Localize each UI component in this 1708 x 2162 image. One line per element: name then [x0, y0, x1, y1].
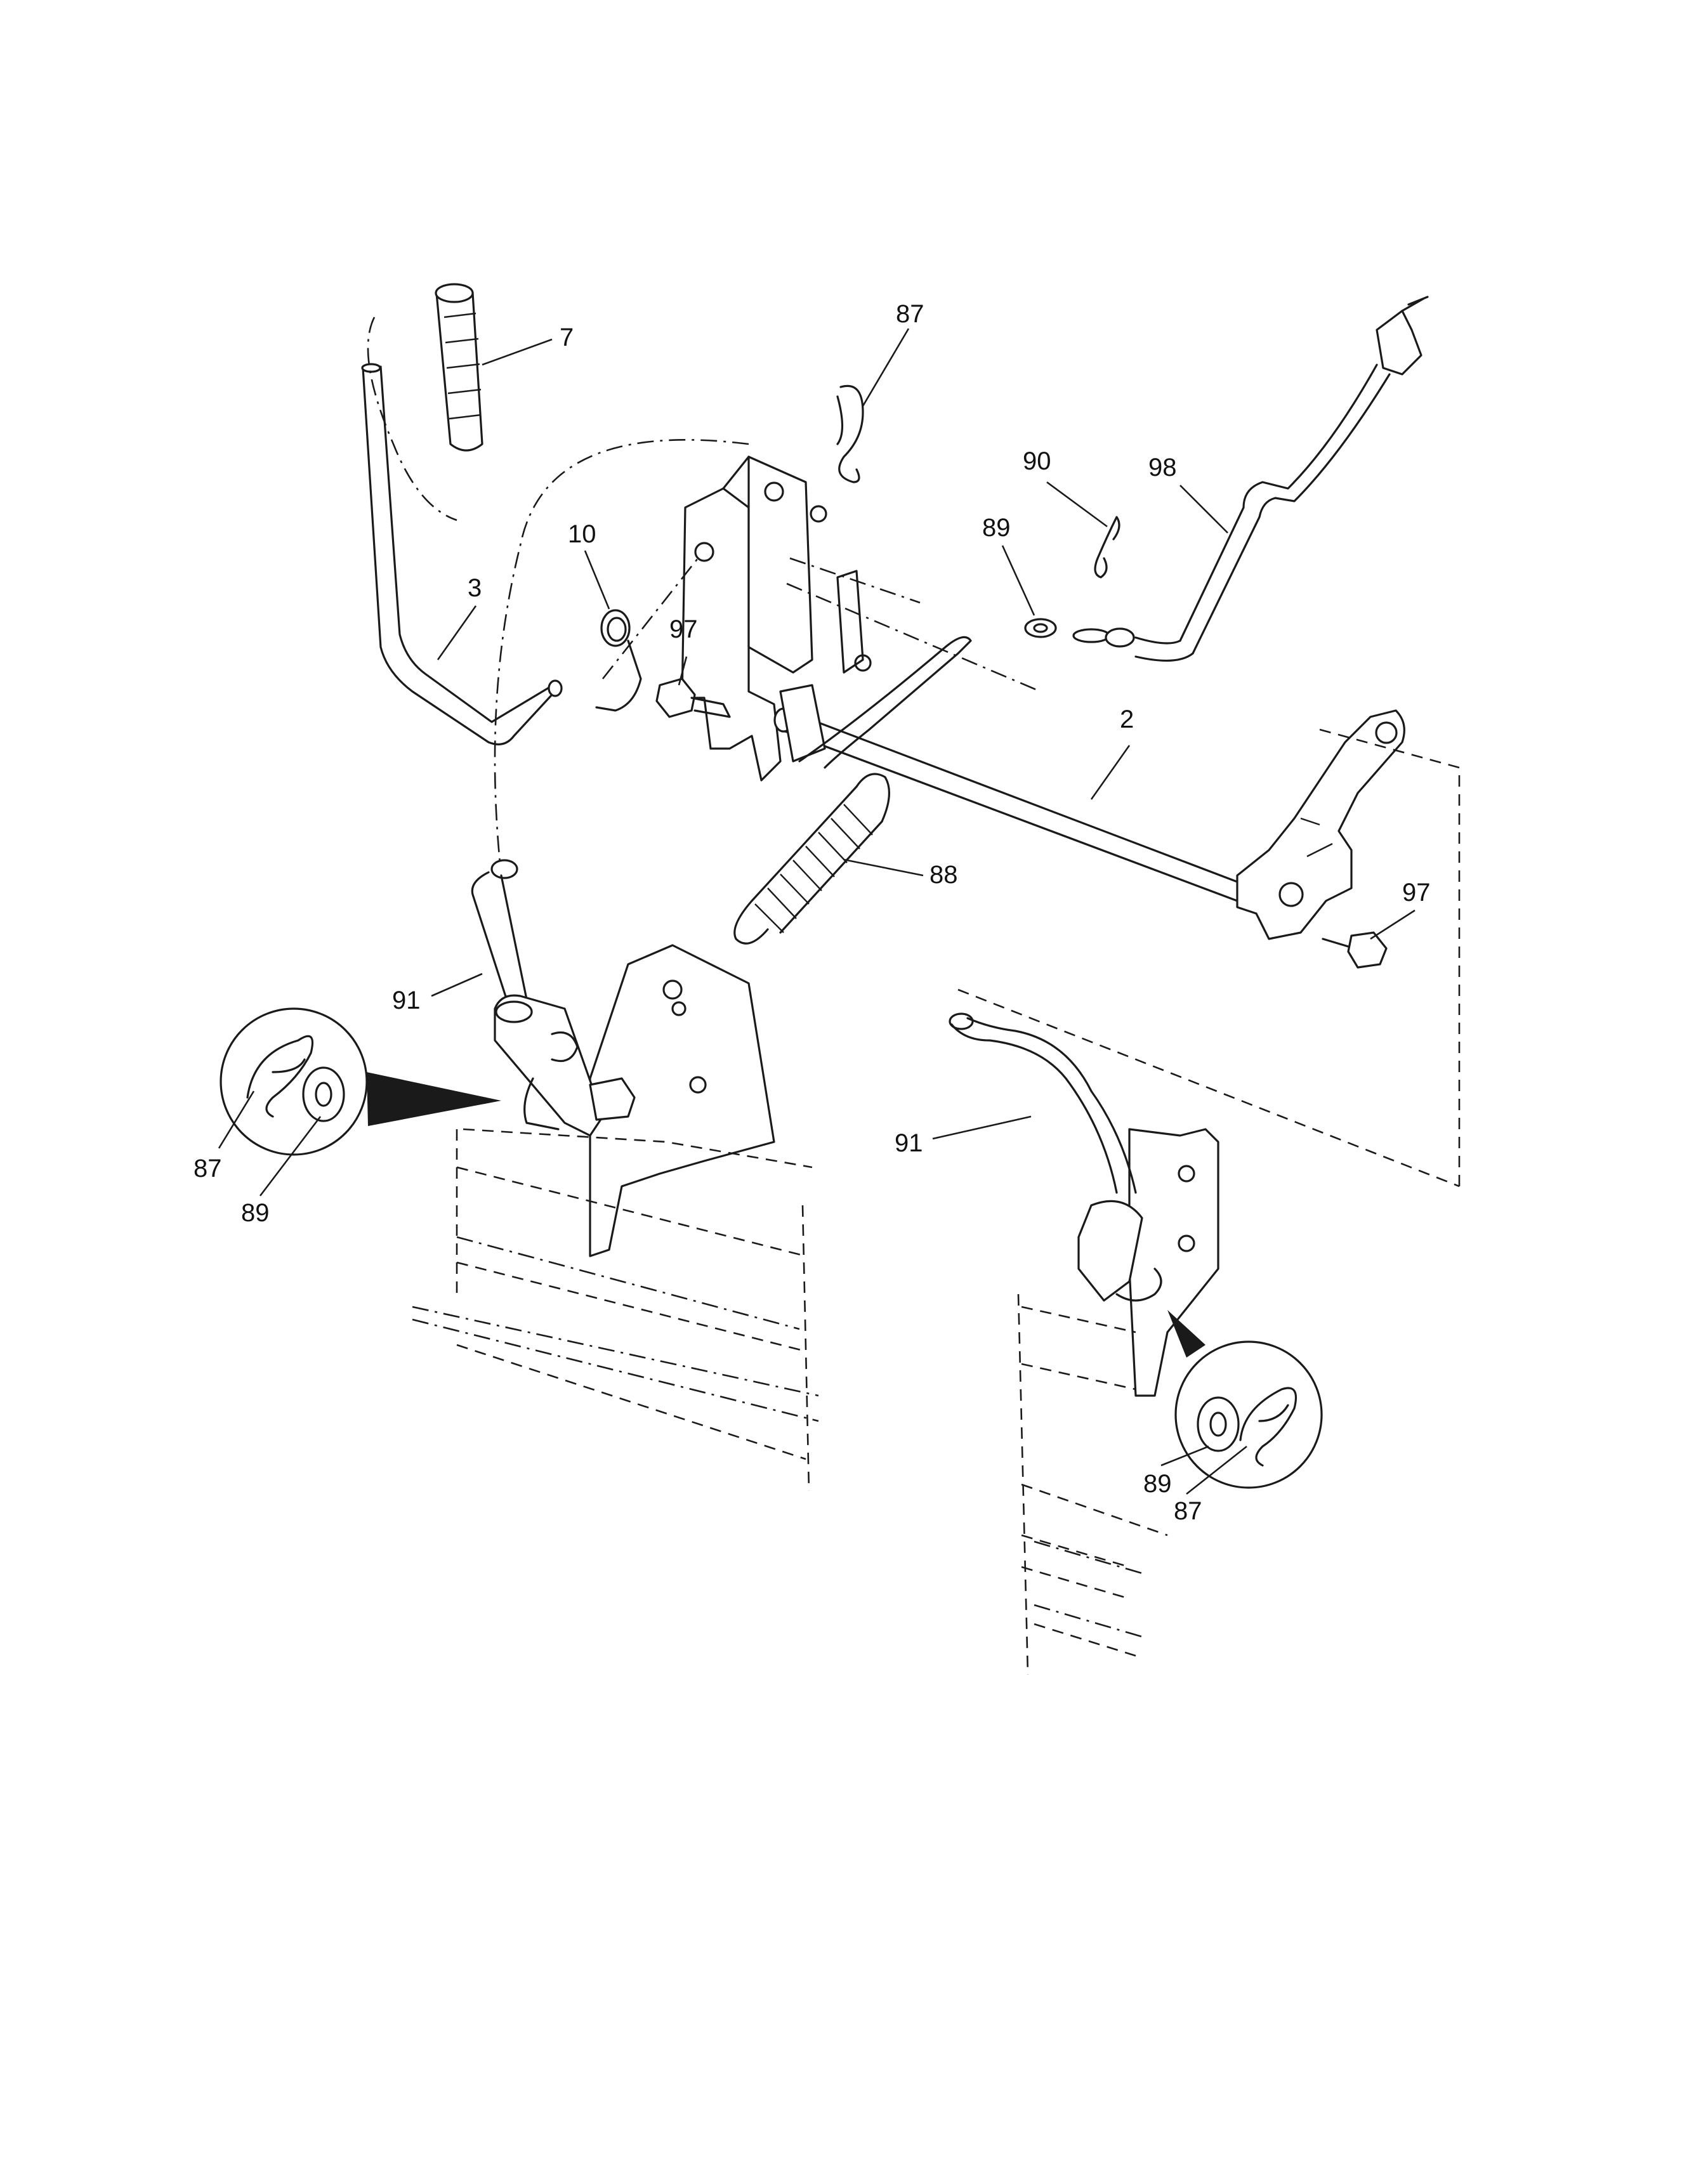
callout-98: 98	[1148, 454, 1177, 482]
callout-2: 2	[1120, 705, 1134, 733]
right-deck-side-edge	[1017, 1294, 1029, 1675]
right-deck-lower-edge	[1034, 1623, 1136, 1657]
leader-2	[1090, 745, 1131, 800]
handle-grip-part	[435, 283, 483, 452]
left-deck-bracket-part	[589, 944, 775, 1257]
right-lift-link-part	[949, 1012, 1162, 1302]
right-deck-back-edge	[1319, 728, 1461, 1186]
right-deck-top-edge	[957, 988, 1460, 1188]
hair-clip-90-part	[1094, 516, 1120, 579]
callout-89-right: 89	[1143, 1470, 1172, 1498]
phantom-handle-travel	[494, 439, 749, 876]
callout-89-left: 89	[241, 1199, 270, 1227]
right-detail-arrow	[1167, 1310, 1205, 1358]
lift-shaft-part	[773, 636, 1238, 902]
callout-88: 88	[930, 861, 958, 889]
lift-bracket-part	[681, 455, 872, 782]
leader-10	[584, 550, 610, 610]
leader-91-left	[431, 973, 483, 997]
right-deck-lower-rail-b	[1034, 1604, 1143, 1638]
leader-88	[843, 858, 924, 877]
extension-spring-part	[733, 773, 891, 945]
right-deck-lower-rail-a	[1034, 1540, 1143, 1575]
leader-98	[1179, 485, 1228, 534]
right-deck-bracket-part	[1128, 1128, 1219, 1397]
left-deck-lower-rail-b	[412, 1318, 819, 1422]
phantom-handle-arc	[367, 317, 457, 521]
right-detail-bubble	[1174, 1340, 1323, 1489]
callout-90: 90	[1023, 447, 1051, 475]
callout-87-top: 87	[896, 300, 924, 328]
leader-87-right	[1186, 1445, 1247, 1495]
left-lift-link-part	[471, 859, 636, 1137]
right-lift-arm-part	[1236, 709, 1405, 940]
left-deck-outline-upper	[463, 1128, 813, 1169]
callout-89-top: 89	[982, 514, 1011, 542]
leader-97-left	[678, 656, 688, 686]
callout-7: 7	[560, 324, 574, 351]
left-detail-bubble	[220, 1007, 368, 1156]
leader-87-left	[218, 1091, 255, 1149]
right-deck-outline-c	[1021, 1483, 1168, 1536]
leader-3	[437, 605, 477, 660]
callout-87-right: 87	[1174, 1497, 1202, 1525]
bolt-right-part	[1322, 931, 1388, 969]
clip-alignment-line	[601, 558, 699, 679]
lift-handle-rod-part	[361, 363, 563, 745]
callout-91-left: 91	[392, 986, 421, 1014]
leader-97-right	[1370, 909, 1416, 940]
left-detail-arrow	[367, 1072, 501, 1126]
left-deck-lower-rail-a	[412, 1306, 819, 1397]
right-deck-outline-d	[1021, 1534, 1130, 1568]
washer-89-part	[1024, 618, 1057, 638]
bolt-left-part	[655, 678, 731, 718]
right-deck-outline-a	[1021, 1306, 1136, 1333]
callout-3: 3	[468, 574, 482, 602]
right-deck-outline-b	[1021, 1363, 1136, 1391]
right-deck-outline-e	[1021, 1566, 1130, 1600]
leader-91-right	[932, 1115, 1032, 1140]
hair-clip-87-part	[836, 384, 864, 483]
callout-87-left: 87	[194, 1155, 222, 1183]
callout-10: 10	[568, 520, 596, 548]
callout-97-right: 97	[1402, 879, 1431, 907]
pin-alignment-line	[786, 582, 1041, 693]
bolt-alignment-line	[789, 557, 921, 604]
adjust-rod-part	[1072, 296, 1429, 662]
left-deck-right-edge	[801, 1205, 810, 1491]
leader-89-top	[1001, 545, 1035, 616]
left-deck-outline-lower	[456, 1261, 806, 1353]
callout-97-left: 97	[669, 615, 698, 643]
callout-91-right: 91	[895, 1129, 923, 1157]
leader-7	[482, 338, 553, 366]
leader-89-right	[1160, 1445, 1209, 1467]
left-deck-outline-mid	[456, 1166, 806, 1257]
left-deck-lower-edge	[456, 1344, 806, 1460]
left-deck-centerline	[456, 1236, 800, 1330]
leader-90	[1046, 481, 1108, 528]
torsion-spring-part	[595, 609, 642, 712]
leader-89-left	[259, 1116, 322, 1196]
leader-87-top	[862, 328, 910, 407]
